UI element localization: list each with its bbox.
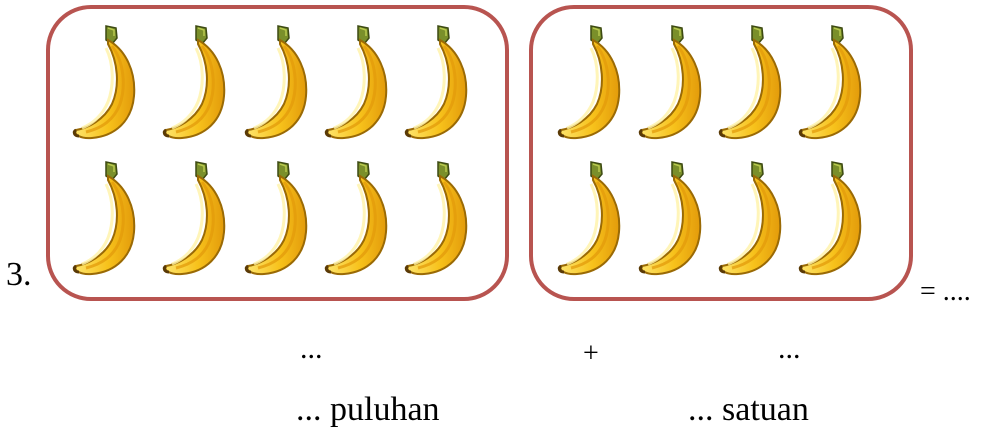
banana-icon — [555, 160, 629, 278]
banana-icon — [796, 160, 870, 278]
ones-label: ... satuan — [688, 391, 809, 428]
banana-icon — [242, 24, 316, 142]
banana-icon — [242, 160, 316, 278]
banana-icon — [322, 24, 396, 142]
banana-icon — [716, 160, 790, 278]
banana-icon — [160, 160, 234, 278]
banana-icon — [402, 24, 476, 142]
plus-sign: + — [583, 338, 599, 369]
banana-icon — [636, 160, 710, 278]
result-blank: = .... — [920, 276, 971, 307]
banana-icon — [796, 24, 870, 142]
banana-icon — [70, 24, 144, 142]
banana-icon — [70, 160, 144, 278]
banana-icon — [322, 160, 396, 278]
question-number: 3. — [6, 256, 32, 293]
ones-value-blank: ... — [778, 332, 801, 365]
tens-label: ... puluhan — [296, 391, 440, 428]
banana-icon — [716, 24, 790, 142]
banana-icon — [402, 160, 476, 278]
banana-icon — [555, 24, 629, 142]
banana-icon — [636, 24, 710, 142]
tens-value-blank: ... — [300, 332, 323, 365]
banana-icon — [160, 24, 234, 142]
